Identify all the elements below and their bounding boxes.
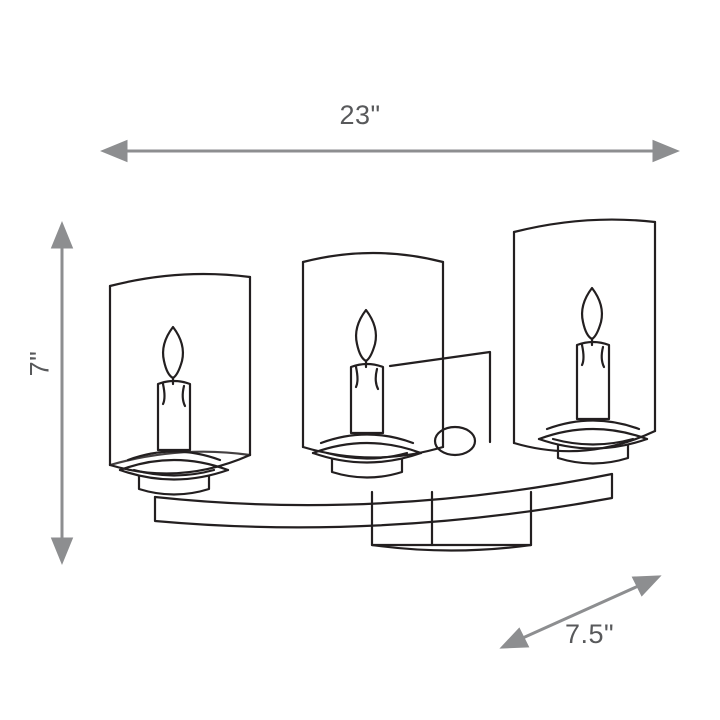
depth-dimension-label: 7.5": [565, 619, 615, 649]
width-dimension-label: 23": [339, 100, 381, 130]
height-arrow-head-top: [50, 221, 74, 249]
candle-right: [537, 286, 649, 465]
shade-center: [301, 251, 445, 459]
width-arrow-head-left: [100, 139, 128, 163]
diagonal-depth-arrow: [499, 575, 662, 649]
center-support-line: [388, 350, 492, 444]
candle-left: [118, 325, 230, 496]
shade-left: [108, 272, 252, 475]
candle-center: [311, 308, 423, 479]
depth-arrow-shaft: [515, 581, 646, 643]
width-arrow-head-right: [652, 139, 680, 163]
socket-knob: [433, 425, 477, 457]
shade-right: [512, 218, 657, 453]
horizontal-dimension-arrow: [100, 139, 680, 163]
depth-arrow-head-lower: [499, 627, 530, 649]
depth-arrow-head-upper: [631, 575, 662, 597]
height-dimension-label: 7": [24, 350, 55, 377]
vertical-dimension-arrow: [50, 221, 74, 565]
fixture-geometry: [108, 218, 657, 552]
fixture-crossbar: [153, 472, 614, 529]
height-arrow-head-bottom: [50, 537, 74, 565]
